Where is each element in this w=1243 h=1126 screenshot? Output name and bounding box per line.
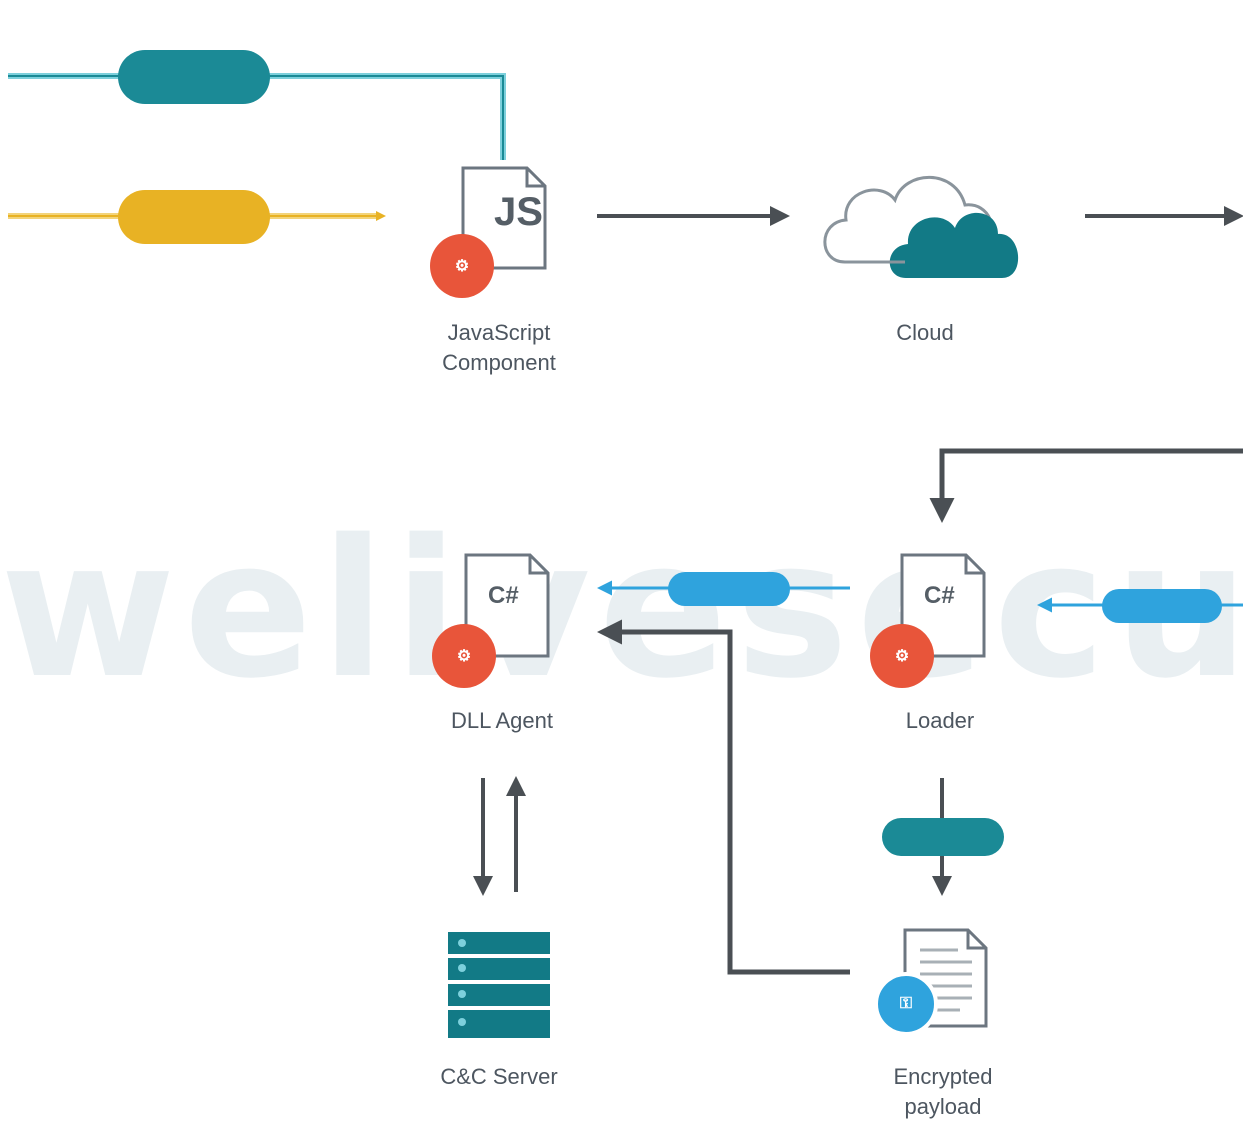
loader-to-agent-pill [668, 572, 790, 606]
agent-badge-icon: ⚙ [432, 624, 496, 688]
loader-label: Loader [905, 708, 975, 733]
loader-to-payload-pill [882, 818, 1004, 856]
dll-agent-label: DLL Agent [451, 708, 553, 733]
loader-file-tag: C# [924, 582, 955, 609]
loader-badge-icon: ⚙ [870, 624, 934, 688]
js-component-label-line-2: Component [442, 350, 556, 375]
payload-lock-icon: ⚿ [874, 972, 938, 1036]
js-file-tag: JS [494, 190, 543, 234]
cloud-icon [823, 175, 1019, 278]
js-badge-icon: ⚙ [430, 234, 494, 298]
encrypted-payload-label: Encrypted payload [848, 1062, 1038, 1122]
top-gold-pill [118, 190, 270, 244]
top-teal-pill [118, 50, 270, 104]
encrypted-payload-label-line-2: payload [904, 1094, 982, 1119]
watermark: welivesecurity [0, 499, 1243, 720]
cloud-label: Cloud [896, 320, 954, 345]
cc-server-label: C&C Server [440, 1064, 558, 1089]
encrypted-payload-label-line-1: Encrypted [893, 1064, 993, 1089]
server-icon [448, 932, 550, 1038]
right-to-loader-pill [1102, 589, 1222, 623]
js-component-label-line-1: JavaScript [447, 320, 551, 345]
js-component-label: JavaScript Component [404, 318, 594, 378]
agent-file-tag: C# [488, 582, 519, 609]
arrow-return-to-loader [929, 448, 1243, 523]
arrow-payload-to-agent [597, 619, 850, 975]
